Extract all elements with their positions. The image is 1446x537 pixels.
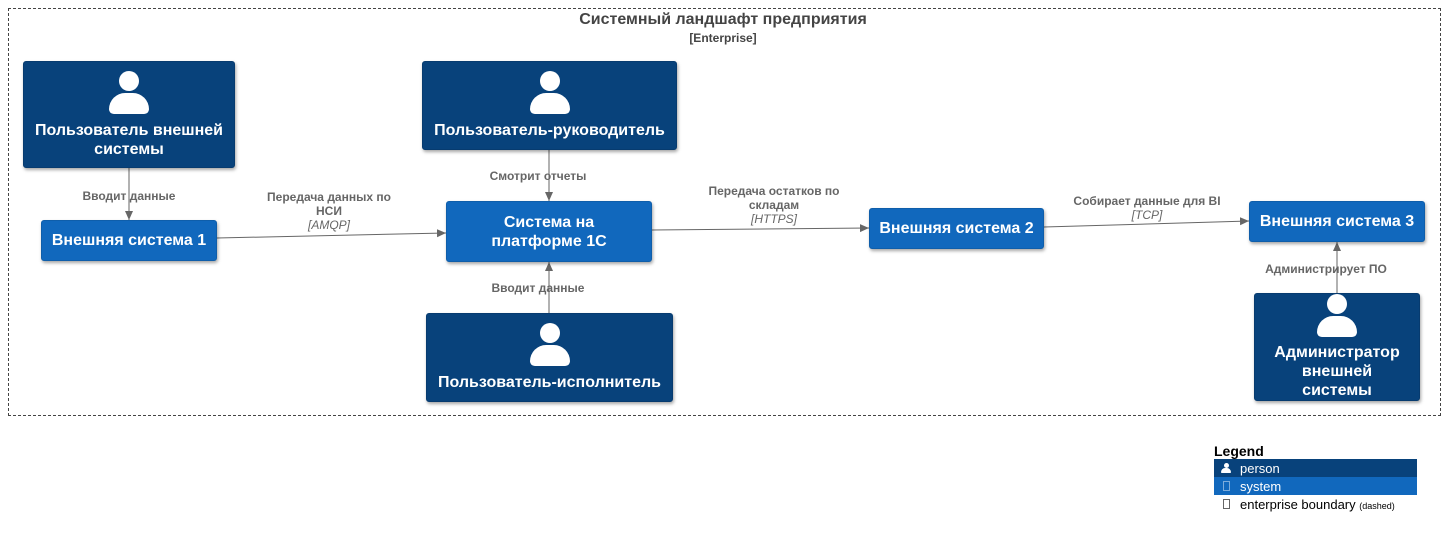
legend-person-label: person <box>1240 460 1280 476</box>
system-platform[interactable]: Система на платформе 1С <box>446 201 652 262</box>
rel-tech: [AMQP] <box>307 218 350 232</box>
system-ext3-label: Внешняя система 3 <box>1259 213 1415 230</box>
legend: Legend person system enterprise boundary… <box>1214 443 1417 513</box>
rel-label: Смотрит отчеты <box>489 169 587 183</box>
system-ext2-label: Внешняя система 2 <box>879 220 1034 237</box>
person-icon <box>529 323 570 367</box>
rel-tech: [TCP] <box>1131 208 1163 222</box>
system-ext3[interactable]: Внешняя система 3 <box>1249 201 1425 242</box>
rel-executor-to-platform: Вводит данные <box>463 281 613 295</box>
legend-item-person: person <box>1214 459 1417 477</box>
person-ext-user[interactable]: Пользователь внешней системы <box>23 61 235 168</box>
rel-admin-to-ext3: Администрирует ПО <box>1251 262 1401 276</box>
rel-manager-to-platform: Смотрит отчеты <box>463 169 613 183</box>
arrow-platform-to-ext2 <box>651 224 870 233</box>
person-icon <box>1214 463 1238 473</box>
legend-boundary-note: (dashed) <box>1359 500 1395 511</box>
boundary-icon <box>1214 499 1238 509</box>
rel-label: Администрирует ПО <box>1265 262 1387 276</box>
legend-system-label: system <box>1240 478 1282 494</box>
system-ext1[interactable]: Внешняя система 1 <box>41 220 217 261</box>
person-manager[interactable]: Пользователь-руководитель <box>422 61 677 150</box>
rel-label: Вводит данные <box>82 189 176 203</box>
person-icon <box>109 70 149 115</box>
rel-label: Передача данных по НСИ <box>267 190 391 218</box>
rel-ext2-to-ext3: Собирает данные для BI [TCP] <box>1062 194 1232 222</box>
rel-ext-user-to-ext1: Вводит данные <box>54 189 204 203</box>
system-platform-label: Система на платформе 1С <box>491 213 607 250</box>
rel-label: Собирает данные для BI <box>1073 194 1221 208</box>
legend-item-boundary: enterprise boundary (dashed) <box>1214 495 1417 513</box>
legend-title: Legend <box>1214 443 1264 459</box>
person-executor[interactable]: Пользователь-исполнитель <box>426 313 673 402</box>
system-ext1-label: Внешняя система 1 <box>51 232 207 249</box>
person-executor-label: Пользователь-исполнитель <box>438 374 661 391</box>
arrow-ext1-to-platform <box>216 229 447 239</box>
system-icon <box>1214 481 1238 491</box>
person-ext-user-label: Пользователь внешней системы <box>34 121 224 158</box>
rel-label: Вводит данные <box>491 281 585 295</box>
system-ext2[interactable]: Внешняя система 2 <box>869 208 1044 249</box>
boundary-type: [Enterprise] <box>689 31 757 45</box>
person-admin[interactable]: Администратор внешней системы <box>1254 293 1420 401</box>
rel-label: Передача остатков по складам <box>708 184 840 212</box>
enterprise-boundary <box>8 8 1441 416</box>
person-admin-label: Администратор внешней системы <box>1274 344 1400 399</box>
boundary-title: Системный ландшафт предприятия <box>579 11 867 28</box>
legend-item-system: system <box>1214 477 1417 495</box>
person-manager-label: Пользователь-руководитель <box>434 122 665 139</box>
rel-platform-to-ext2: Передача остатков по складам [HTTPS] <box>700 184 848 226</box>
person-icon <box>529 71 570 115</box>
person-icon <box>1317 294 1357 337</box>
rel-ext1-to-platform: Передача данных по НСИ [AMQP] <box>258 190 400 232</box>
arrow-ext2-to-ext3 <box>1043 217 1250 228</box>
rel-tech: [HTTPS] <box>750 212 797 226</box>
legend-boundary-label: enterprise boundary <box>1240 496 1356 512</box>
